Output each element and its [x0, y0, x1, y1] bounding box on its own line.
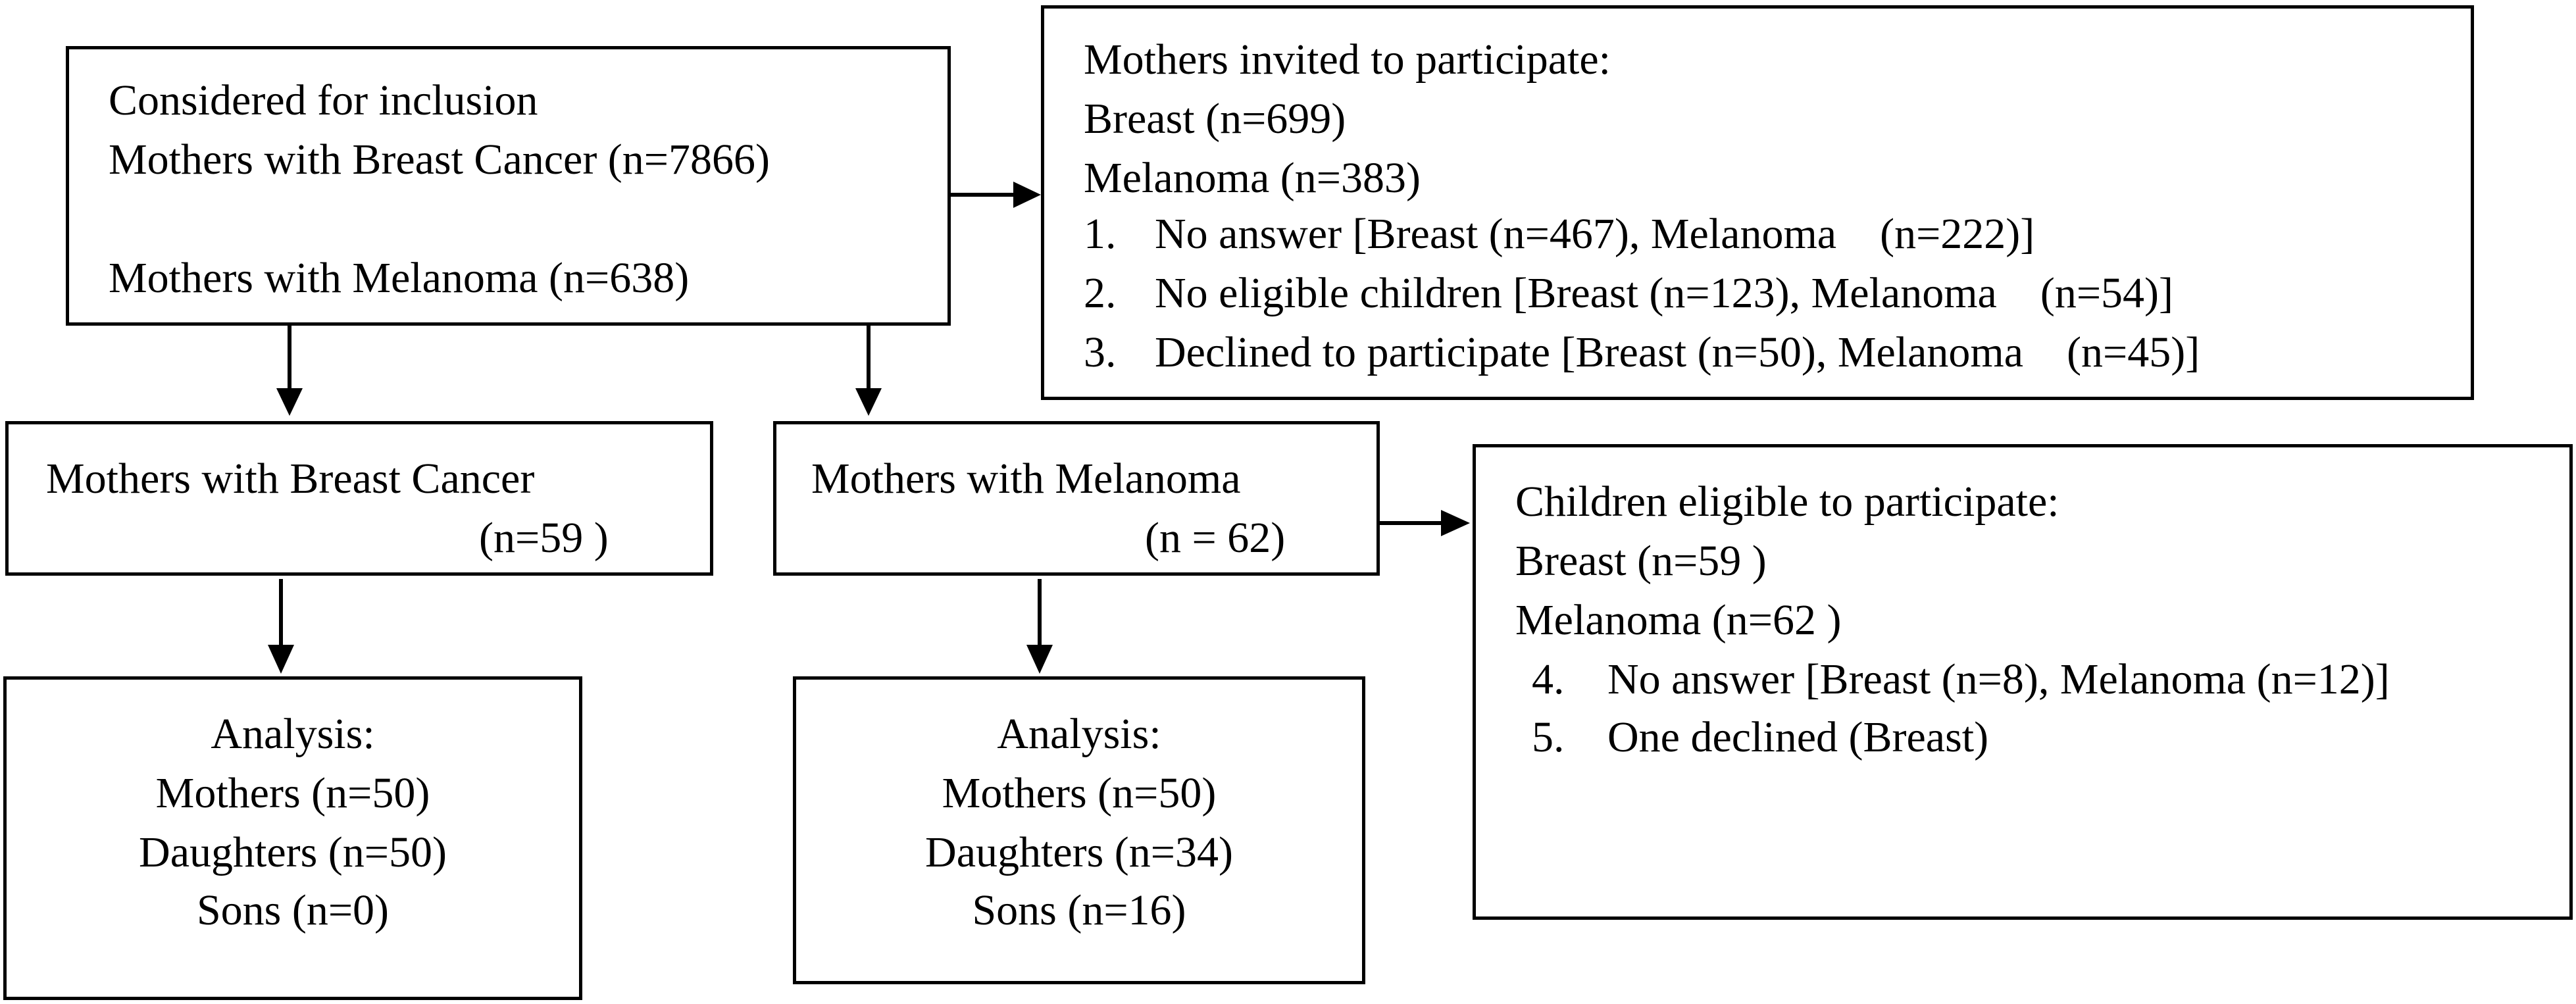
melanoma-group-box: Mothers with Melanoma (n = 62) [773, 421, 1380, 576]
melanoma-group-count: (n = 62) [1145, 514, 1286, 562]
invited-title: Mothers invited to participate: [1084, 36, 1611, 84]
arrow-head-to-children [1441, 510, 1470, 536]
breast-group-label: Mothers with Breast Cancer [46, 455, 535, 503]
invited-item-num: 2. [1084, 269, 1117, 317]
analysis-breast-title: Analysis: [211, 710, 375, 758]
children-item-num: 5. [1532, 713, 1565, 761]
analysis-breast-box: Analysis: Mothers (n=50) Daughters (n=50… [3, 676, 582, 1000]
arrow-head-to-breast-group [276, 388, 303, 416]
invited-melanoma: Melanoma (n=383) [1084, 154, 1421, 202]
arrow-head-to-invited [1013, 182, 1041, 208]
invited-item-num: 1. [1084, 210, 1117, 258]
arrow-head-to-analysis-breast [268, 645, 294, 674]
invited-item-text: Declined to participate [Breast (n=50), … [1155, 328, 2200, 376]
analysis-breast-mothers: Mothers (n=50) [155, 769, 430, 817]
analysis-breast-sons: Sons (n=0) [196, 886, 390, 934]
melanoma-group-label: Mothers with Melanoma [811, 455, 1241, 503]
invited-item-text: No eligible children [Breast (n=123), Me… [1155, 269, 2174, 317]
analysis-melanoma-title: Analysis: [997, 710, 1161, 758]
analysis-melanoma-daughters: Daughters (n=34) [925, 828, 1233, 876]
children-item-text: One declined (Breast) [1607, 713, 1989, 761]
breast-group-box: Mothers with Breast Cancer (n=59 ) [5, 421, 713, 576]
arrow-head-to-melanoma-group [855, 388, 882, 416]
invited-box: Mothers invited to participate: Breast (… [1041, 5, 2474, 400]
invited-breast: Breast (n=699) [1084, 95, 1346, 143]
analysis-breast-daughters: Daughters (n=50) [139, 828, 447, 876]
children-melanoma: Melanoma (n=62 ) [1515, 596, 1842, 644]
analysis-melanoma-box: Analysis: Mothers (n=50) Daughters (n=34… [793, 676, 1365, 984]
arrow-head-to-analysis-melanoma [1026, 645, 1053, 674]
considered-breast: Mothers with Breast Cancer (n=7866) [109, 136, 770, 184]
considered-box: Considered for inclusion Mothers with Br… [66, 46, 951, 326]
considered-melanoma: Mothers with Melanoma (n=638) [109, 254, 690, 302]
children-item-text: No answer [Breast (n=8), Melanoma (n=12)… [1607, 655, 2390, 703]
invited-item-num: 3. [1084, 328, 1117, 376]
children-breast: Breast (n=59 ) [1515, 537, 1767, 585]
children-title: Children eligible to participate: [1515, 478, 2059, 526]
analysis-melanoma-mothers: Mothers (n=50) [942, 769, 1217, 817]
breast-group-count: (n=59 ) [479, 514, 609, 562]
children-box: Children eligible to participate: Breast… [1473, 444, 2573, 920]
invited-item-text: No answer [Breast (n=467), Melanoma (n=2… [1155, 210, 2035, 258]
analysis-melanoma-sons: Sons (n=16) [972, 886, 1186, 934]
considered-title: Considered for inclusion [109, 76, 538, 124]
children-item-num: 4. [1532, 655, 1565, 703]
